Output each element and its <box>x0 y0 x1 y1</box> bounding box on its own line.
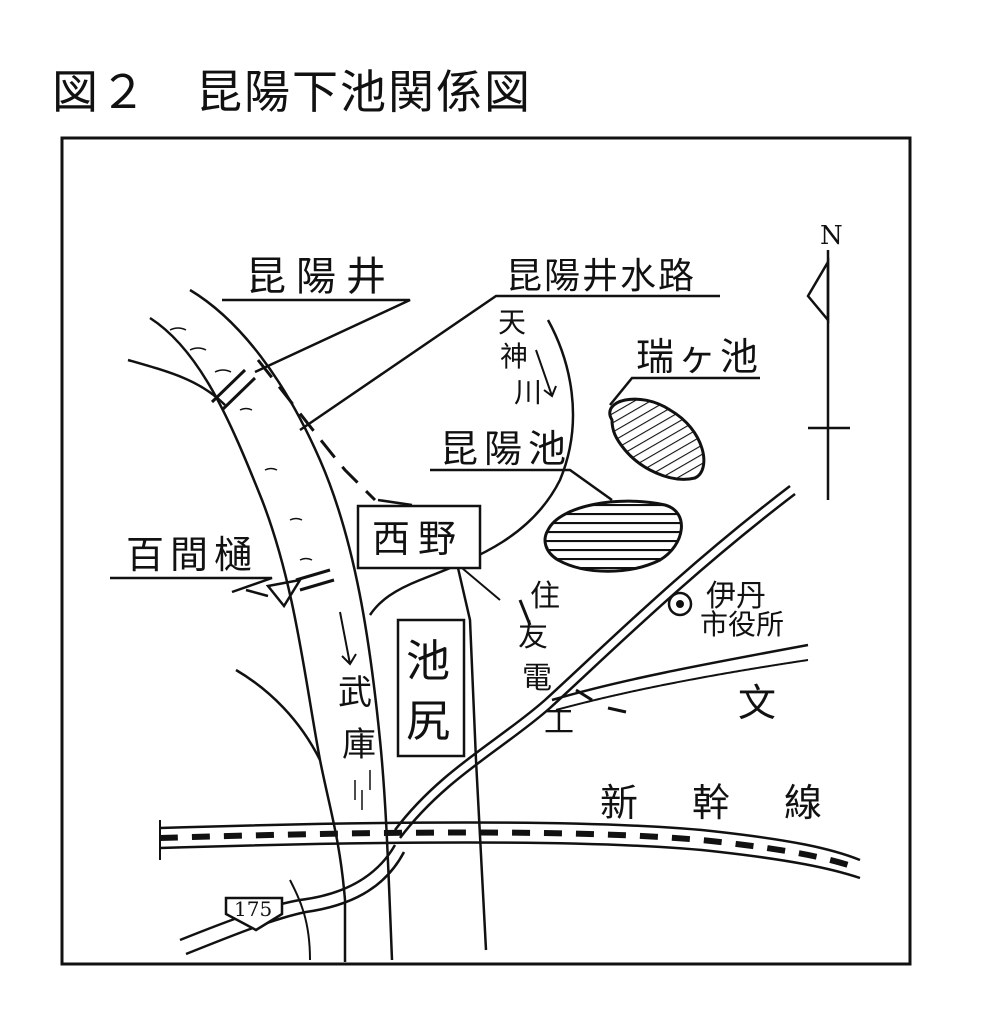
label-nishino: 西野 <box>372 517 464 561</box>
label-city-hall: 市役所 <box>700 608 784 641</box>
route-175-road <box>179 844 397 942</box>
city-hall-symbol <box>667 591 693 617</box>
label-ikejiri-1: 池 <box>406 636 450 687</box>
north-arrow <box>806 250 850 500</box>
vertical-road <box>456 567 488 951</box>
river-ripples <box>169 327 371 810</box>
label-tenjin-3: 川 <box>514 376 542 409</box>
muko-arrow <box>339 611 357 666</box>
label-shinkansen: 新 幹 線 <box>600 781 830 825</box>
label-route-175: 175 <box>234 897 272 921</box>
label-sumitomo-4: 工 <box>544 705 574 740</box>
label-muko-2: 庫 <box>342 725 376 765</box>
muko-river-left-bank <box>149 316 347 962</box>
koyai-canal <box>256 359 377 502</box>
label-itami: 伊丹 <box>706 579 766 614</box>
tenjin-river <box>368 319 575 616</box>
label-sumitomo-3: 電 <box>522 661 552 696</box>
label-muko-1: 武 <box>338 673 372 713</box>
label-mizugaike: 瑞ヶ池 <box>636 335 762 379</box>
leader-koyai <box>222 298 411 374</box>
hyakkenhi-marker <box>265 578 303 609</box>
label-north: N <box>820 221 843 251</box>
route-175-shield <box>224 896 284 932</box>
nishino-box <box>356 504 482 570</box>
canal-to-nishino <box>377 498 413 507</box>
label-koyaike: 昆陽池 <box>440 427 572 471</box>
railway-diagonal <box>394 485 791 831</box>
weir-lower <box>295 568 335 592</box>
leader-hyakkenhi <box>110 576 273 594</box>
label-koyai: 昆陽井 <box>246 254 396 300</box>
label-sumitomo-2: 友 <box>518 619 548 654</box>
label-tenjin-2: 神 <box>500 340 528 373</box>
shinkansen-ties <box>159 829 862 872</box>
label-hyakkenhi: 百間樋 <box>126 533 258 577</box>
muko-river-right-bank <box>189 288 394 961</box>
label-koyai-suiro: 昆陽井水路 <box>506 256 696 297</box>
map-frame <box>60 136 912 966</box>
river-branch-left <box>127 358 226 406</box>
koyaike-pond <box>543 499 683 573</box>
label-ikejiri-2: 尻 <box>406 696 450 747</box>
label-tenjin-1: 天 <box>498 306 526 339</box>
leader-mizugaike <box>609 376 760 406</box>
ikejiri-box <box>396 618 466 758</box>
leader-koyaike <box>430 468 613 502</box>
mizugaike-pond <box>608 397 706 481</box>
tenjin-arrow <box>535 349 557 398</box>
label-sumitomo-1: 住 <box>530 579 560 614</box>
koyai-weir <box>210 368 257 412</box>
shinkansen-line <box>159 821 861 862</box>
figure-title: 図２ 昆陽下池関係図 <box>52 65 532 119</box>
label-school: 文 <box>738 681 776 725</box>
leader-koyai-suiro <box>299 294 720 432</box>
